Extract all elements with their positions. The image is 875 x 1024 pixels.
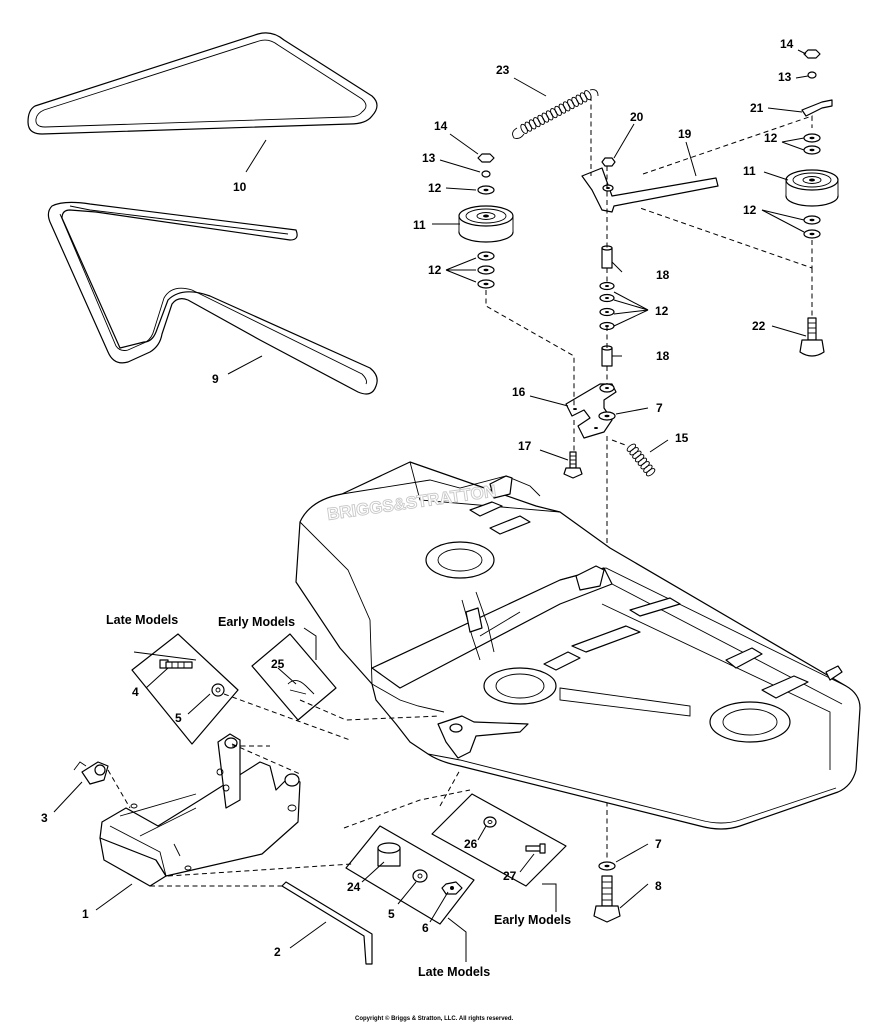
group-labels: Late Models Early Models Early Models La… <box>106 613 571 979</box>
belt-9-shape <box>47 201 378 395</box>
callout-nut-20: 20 <box>630 110 644 124</box>
spring-coil <box>524 121 533 132</box>
idler-bracket-16-shape <box>565 383 617 439</box>
spring-15-shape <box>626 443 656 477</box>
copyright-notice: Copyright © Briggs & Stratton, LLC. All … <box>355 1015 514 1022</box>
callout-labels: 10 9 23 14 13 12 11 12 20 19 18 12 18 14… <box>41 37 794 959</box>
spring-coil <box>541 112 550 123</box>
bottom-bolt-stack <box>593 861 621 923</box>
spring-coil <box>537 114 545 125</box>
callout-belt-10: 10 <box>233 180 247 194</box>
callout-washer-7-top: 7 <box>656 401 663 415</box>
late-models-box-top <box>131 633 239 745</box>
callout-lockwasher-13-left: 13 <box>422 151 436 165</box>
callout-bolt-4: 4 <box>132 685 139 699</box>
early-models-box-top <box>251 633 337 721</box>
spring-coil <box>528 119 537 130</box>
rod-2-shape <box>281 881 373 965</box>
callout-hanger-bracket-1: 1 <box>82 907 89 921</box>
mower-deck <box>295 461 861 830</box>
bolt-22-shape <box>799 317 825 357</box>
assembly-lines-lower <box>107 693 471 887</box>
callout-bolt-22: 22 <box>752 319 766 333</box>
callout-washers-12-right-top: 12 <box>764 131 778 145</box>
callout-pin-27: 27 <box>503 869 517 883</box>
callout-spacer-18-bottom: 18 <box>656 349 670 363</box>
callout-bolt-8: 8 <box>655 879 662 893</box>
group-label-early-models-top: Early Models <box>218 615 295 629</box>
late-models-box-bottom <box>345 825 475 925</box>
callout-washer-12-left-top: 12 <box>428 181 442 195</box>
callout-washer-26: 26 <box>464 837 478 851</box>
callout-belt-9: 9 <box>212 372 219 386</box>
bolt-17-shape <box>563 451 583 479</box>
group-label-early-models-bottom: Early Models <box>494 913 571 927</box>
callout-hairpin-25: 25 <box>271 657 285 671</box>
callout-washer-5-late-bottom: 5 <box>388 907 395 921</box>
spring-coil <box>579 92 588 103</box>
callout-bolt-17: 17 <box>518 439 532 453</box>
left-idler-stack <box>458 153 514 289</box>
callout-spring-15: 15 <box>675 431 689 445</box>
spring-coil <box>550 108 558 119</box>
spring-coil <box>554 105 562 116</box>
right-idler-stack <box>785 49 839 239</box>
callout-washer-5-late-top: 5 <box>175 711 182 725</box>
callout-idler-pulley-11-left: 11 <box>413 218 426 232</box>
callout-bushing-24: 24 <box>347 880 361 894</box>
callout-nut-14-right: 14 <box>780 37 794 51</box>
spring-coil <box>571 96 579 107</box>
spring-coil <box>645 468 656 477</box>
spring-coil <box>533 117 541 128</box>
callout-rod-2: 2 <box>274 945 281 959</box>
idler-arm-19-shape <box>581 157 719 213</box>
spring-coil <box>520 123 528 134</box>
clip-3-shape <box>73 761 109 785</box>
center-stack <box>599 245 615 367</box>
callout-washers-12-left-bottom: 12 <box>428 263 442 277</box>
spring-coil <box>558 103 567 114</box>
callout-idler-pulley-11-right: 11 <box>743 164 756 178</box>
callout-idler-arm-19: 19 <box>678 127 692 141</box>
callout-spacer-18-top: 18 <box>656 268 670 282</box>
callout-spring-23: 23 <box>496 63 510 77</box>
group-label-late-models-bottom: Late Models <box>418 965 490 979</box>
callout-lockwasher-13-right: 13 <box>778 70 792 84</box>
group-label-late-models-top: Late Models <box>106 613 178 627</box>
spring-coil <box>567 99 575 110</box>
spring-23-shape <box>512 89 599 139</box>
callout-clip-3: 3 <box>41 811 48 825</box>
callout-washer-7-bottom: 7 <box>655 837 662 851</box>
callout-washers-12-center: 12 <box>655 304 669 318</box>
callout-nut-6: 6 <box>422 921 429 935</box>
spring-coil <box>575 94 584 105</box>
callout-washers-12-right-bottom: 12 <box>743 203 757 217</box>
spring-coil <box>584 90 592 101</box>
hanger-bracket-1-shape <box>99 733 301 887</box>
callout-idler-bracket-16: 16 <box>512 385 526 399</box>
callout-belt-guide-21: 21 <box>750 101 764 115</box>
spring-coil <box>562 101 571 112</box>
callout-nut-14-left: 14 <box>434 119 448 133</box>
spring-coil <box>545 110 554 121</box>
belt-10-shape <box>27 32 378 135</box>
early-models-box-bottom <box>431 793 567 887</box>
leader-lines <box>53 49 809 962</box>
